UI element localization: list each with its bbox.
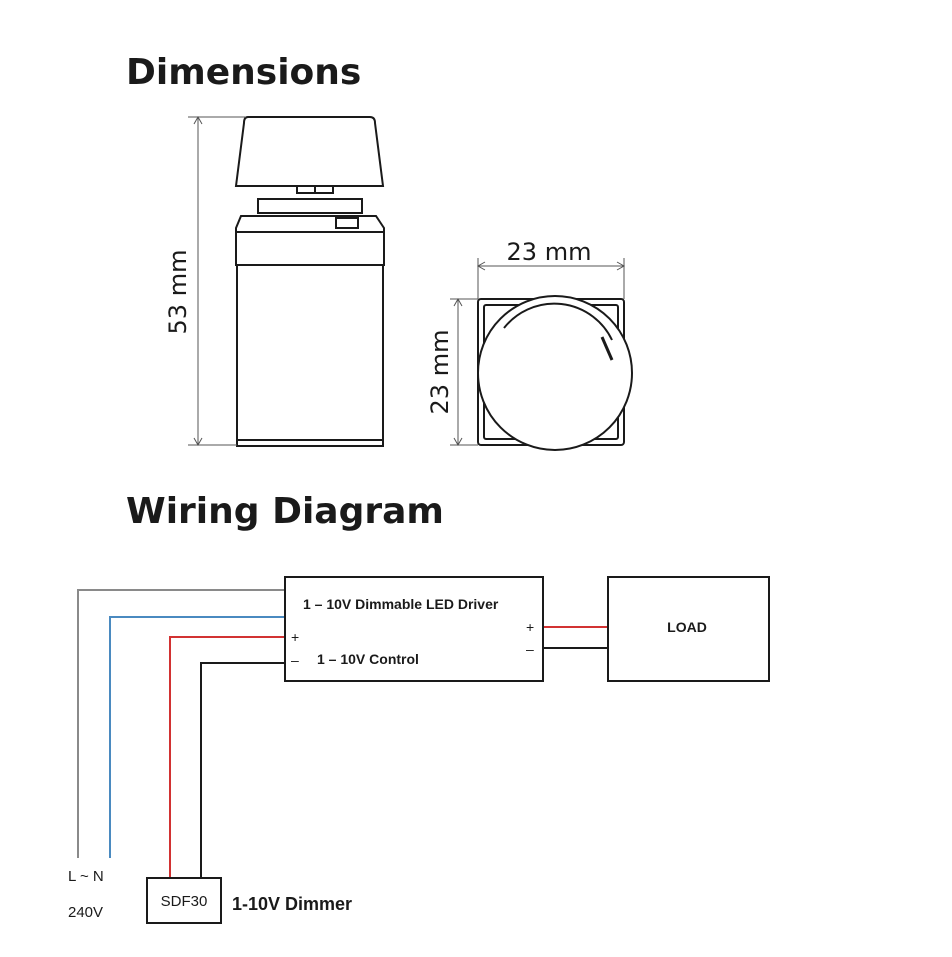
knob-circle	[477, 295, 633, 451]
load-box	[607, 576, 770, 682]
dimmer-label: 1-10V Dimmer	[232, 894, 352, 914]
driver-out-plus: +	[526, 619, 534, 635]
driver-control-label: 1 – 10V Control	[317, 651, 419, 667]
indicator-arc	[503, 302, 613, 341]
dimmer-side-view	[234, 116, 385, 447]
knob-shape	[234, 116, 385, 187]
height-dimension	[188, 115, 246, 447]
mains-label: L ~ N	[68, 868, 104, 885]
control-plus-wire	[169, 636, 285, 878]
driver-in-minus: –	[291, 652, 299, 668]
dimmer-box	[146, 877, 222, 924]
driver-out-minus: –	[526, 641, 534, 657]
depth-dimension	[450, 297, 478, 447]
collar-shape	[257, 198, 363, 214]
wires	[77, 589, 608, 878]
live-wire	[77, 589, 285, 858]
dimensions-heading: Dimensions	[126, 52, 361, 93]
led-driver-box	[284, 576, 544, 682]
height-label: 53 mm	[164, 250, 192, 335]
wiring-heading: Wiring Diagram	[126, 491, 444, 532]
width-label: 23 mm	[507, 238, 592, 266]
control-minus-wire	[200, 662, 285, 878]
flange-tab	[335, 217, 359, 229]
load-label: LOAD	[667, 619, 707, 635]
dimmer-model: SDF30	[161, 893, 208, 910]
neutral-wire	[109, 616, 285, 858]
depth-label: 23 mm	[426, 330, 454, 415]
dimmer-front-view	[477, 295, 633, 451]
driver-title: 1 – 10V Dimmable LED Driver	[303, 596, 499, 612]
flange-shape	[235, 215, 385, 266]
driver-in-plus: +	[291, 629, 299, 645]
voltage-label: 240V	[68, 904, 103, 921]
body-shape	[236, 264, 384, 447]
width-dimension	[476, 258, 626, 299]
